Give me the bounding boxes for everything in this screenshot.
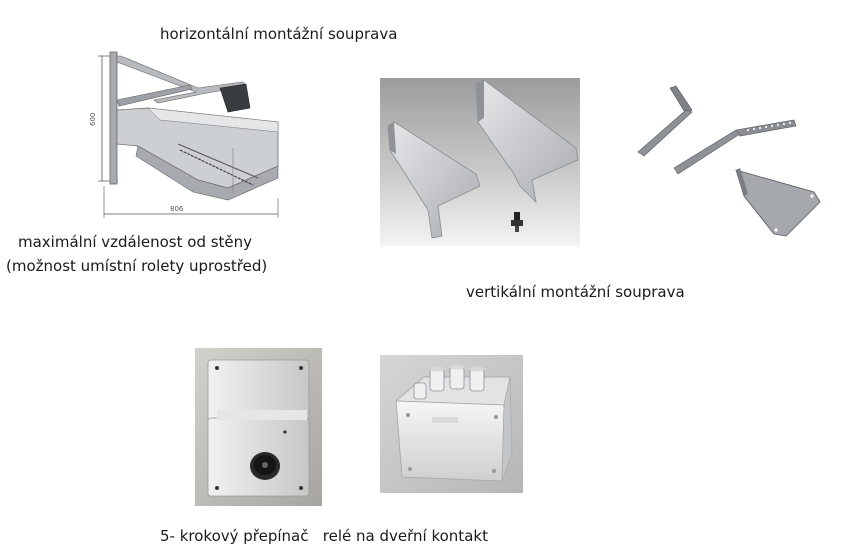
dim-height-label: 600 — [89, 113, 97, 126]
caption-vertical-kit: vertikální montážní souprava — [466, 283, 685, 301]
caption-horizontal-kit: horizontální montážní souprava — [160, 25, 398, 43]
caption-max-distance-line2: (možnost umístní rolety uprostřed) — [6, 257, 268, 275]
caption-max-distance-line1: maximální vzdálenost od stěny — [18, 233, 253, 251]
vertical-kit-photo — [380, 78, 580, 246]
vertical-kit-brackets — [636, 84, 828, 244]
horizontal-kit-drawing: 600 806 — [78, 48, 283, 218]
dim-width-label: 806 — [170, 205, 184, 213]
relay-box-photo — [380, 355, 523, 493]
caption-switch-and-relay: 5- krokový přepínač relé na dveřní konta… — [160, 527, 488, 545]
step-switch-photo — [195, 348, 322, 506]
